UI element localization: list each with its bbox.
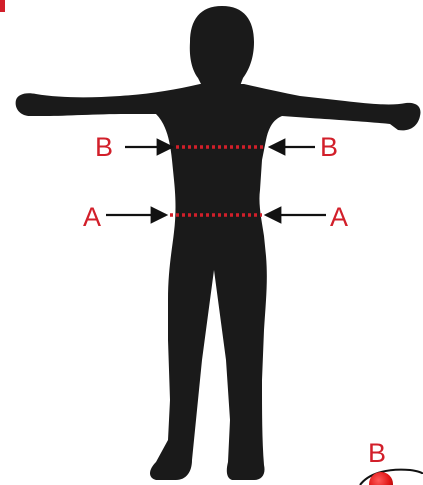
body-silhouette xyxy=(16,6,421,480)
label-a-right: A xyxy=(330,204,348,231)
corner-tick xyxy=(0,0,5,12)
label-b-corner: B xyxy=(368,440,386,467)
label-a-left: A xyxy=(83,204,101,231)
red-ball xyxy=(369,472,393,485)
label-b-left: B xyxy=(95,134,113,161)
head-shape xyxy=(190,6,254,86)
corner-ball-figure xyxy=(360,470,423,485)
label-b-right: B xyxy=(320,134,338,161)
torso-shape xyxy=(16,84,421,480)
